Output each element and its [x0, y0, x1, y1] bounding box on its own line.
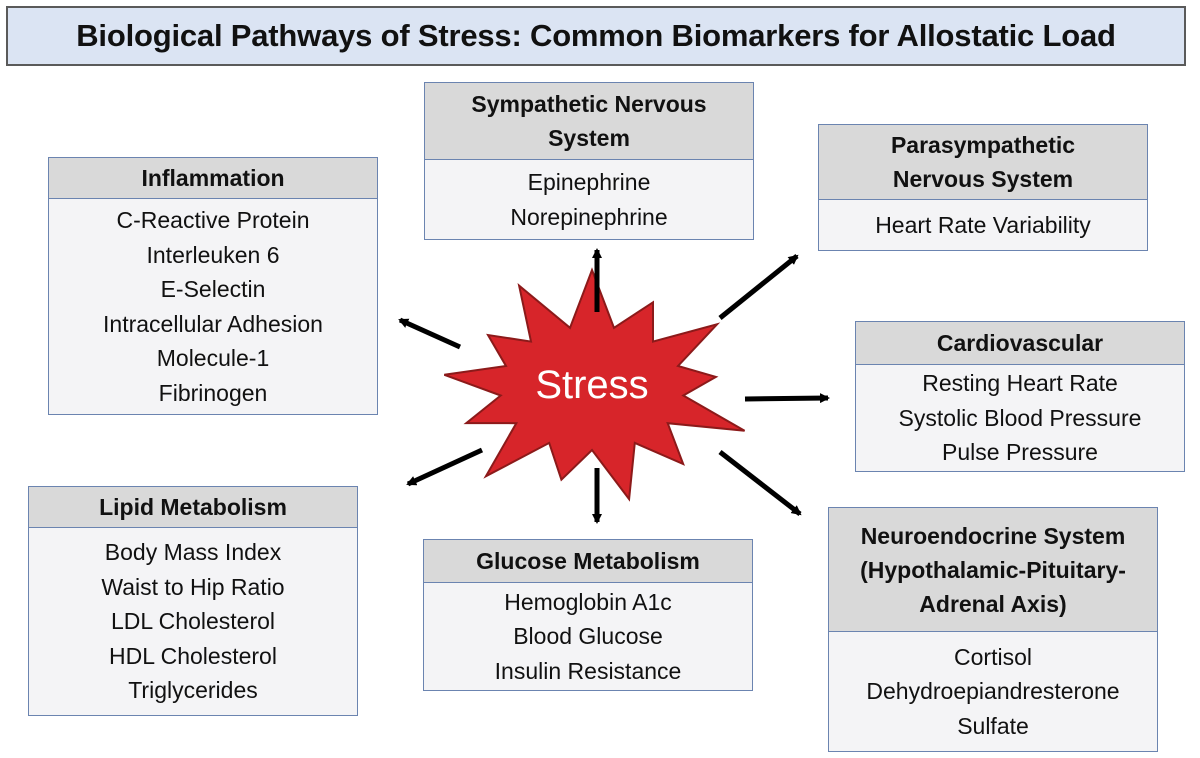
biomarker-item: E-Selectin	[160, 276, 266, 302]
cardiovascular-box: Cardiovascular Resting Heart Rate Systol…	[855, 321, 1185, 472]
inflammation-box: Inflammation C-Reactive Protein Interleu…	[48, 157, 378, 415]
glucose-box: Glucose Metabolism Hemoglobin A1c Blood …	[423, 539, 753, 691]
lipid-box: Lipid Metabolism Body Mass Index Waist t…	[28, 486, 358, 716]
header-line: (Hypothalamic-Pituitary-	[860, 556, 1126, 583]
inflammation-header: Inflammation	[49, 158, 377, 199]
biomarker-item: Blood Glucose	[513, 623, 663, 650]
arrow-to-inflammation	[398, 317, 462, 350]
sympathetic-items: Epinephrine Norepinephrine	[425, 160, 753, 239]
arrow-to-neuroendocrine	[718, 450, 802, 516]
biomarker-item: Intracellular Adhesion	[103, 310, 323, 337]
parasympathetic-header: Parasympathetic Nervous System	[819, 125, 1147, 200]
cardiovascular-items: Resting Heart Rate Systolic Blood Pressu…	[856, 365, 1184, 471]
sympathetic-header: Sympathetic Nervous System	[425, 83, 753, 160]
biomarker-item: HDL Cholesterol	[109, 642, 277, 669]
neuroendocrine-box: Neuroendocrine System (Hypothalamic-Pitu…	[828, 507, 1158, 752]
glucose-header: Glucose Metabolism	[424, 540, 752, 583]
arrow-to-lipid	[406, 447, 484, 487]
biomarker-item: Insulin Resistance	[494, 657, 682, 684]
header-line: Adrenal Axis)	[919, 590, 1067, 617]
lipid-header: Lipid Metabolism	[29, 487, 357, 528]
biomarker-item: Molecule-1	[156, 345, 270, 371]
biomarker-item: Epinephrine	[527, 169, 651, 195]
header-line: Neuroendocrine System	[860, 522, 1126, 549]
sympathetic-box: Sympathetic Nervous System Epinephrine N…	[424, 82, 754, 240]
inflammation-items: C-Reactive Protein Interleuken 6 E-Selec…	[49, 199, 377, 414]
biomarker-item: Waist to Hip Ratio	[101, 573, 285, 600]
lipid-items: Body Mass Index Waist to Hip Ratio LDL C…	[29, 528, 357, 715]
stress-label: Stress	[535, 363, 648, 407]
biomarker-item: Resting Heart Rate	[922, 370, 1118, 397]
header-line: System	[548, 125, 630, 151]
biomarker-item: Triglycerides	[128, 677, 258, 704]
biomarker-item: Interleuken 6	[146, 241, 280, 268]
glucose-items: Hemoglobin A1c Blood Glucose Insulin Res…	[424, 583, 752, 690]
diagram-title: Biological Pathways of Stress: Common Bi…	[76, 18, 1116, 53]
biomarker-item: Body Mass Index	[104, 539, 282, 566]
cardiovascular-header: Cardiovascular	[856, 322, 1184, 365]
biomarker-item: C-Reactive Protein	[116, 207, 310, 233]
header-line: Sympathetic Nervous	[471, 91, 707, 117]
header-line: Inflammation	[141, 165, 285, 191]
biomarker-item: Sulfate	[957, 712, 1029, 739]
parasympathetic-items: Heart Rate Variability	[819, 200, 1147, 250]
biomarker-item: Cortisol	[954, 643, 1032, 670]
header-line: Nervous System	[892, 166, 1074, 192]
neuroendocrine-header: Neuroendocrine System (Hypothalamic-Pitu…	[829, 508, 1157, 632]
header-line: Parasympathetic	[890, 132, 1076, 158]
header-line: Lipid Metabolism	[99, 494, 287, 520]
arrow-to-cardiovascular	[744, 393, 830, 404]
biomarker-item: Dehydroepiandresterone	[866, 678, 1120, 705]
biomarker-item: Systolic Blood Pressure	[898, 404, 1142, 431]
biomarker-item: Heart Rate Variability	[875, 211, 1091, 238]
neuroendocrine-items: Cortisol Dehydroepiandresterone Sulfate	[829, 632, 1157, 751]
title-banner: Biological Pathways of Stress: Common Bi…	[6, 6, 1186, 66]
biomarker-item: Norepinephrine	[510, 203, 668, 230]
biomarker-item: Fibrinogen	[158, 379, 268, 406]
arrow-to-parasympathetic	[718, 254, 799, 320]
stress-starburst	[443, 267, 746, 502]
biomarker-item: Pulse Pressure	[942, 439, 1098, 466]
header-line: Glucose Metabolism	[476, 548, 700, 574]
header-line: Cardiovascular	[936, 330, 1104, 356]
biomarker-item: Hemoglobin A1c	[504, 588, 672, 615]
parasympathetic-box: Parasympathetic Nervous System Heart Rat…	[818, 124, 1148, 251]
biomarker-item: LDL Cholesterol	[110, 608, 276, 635]
